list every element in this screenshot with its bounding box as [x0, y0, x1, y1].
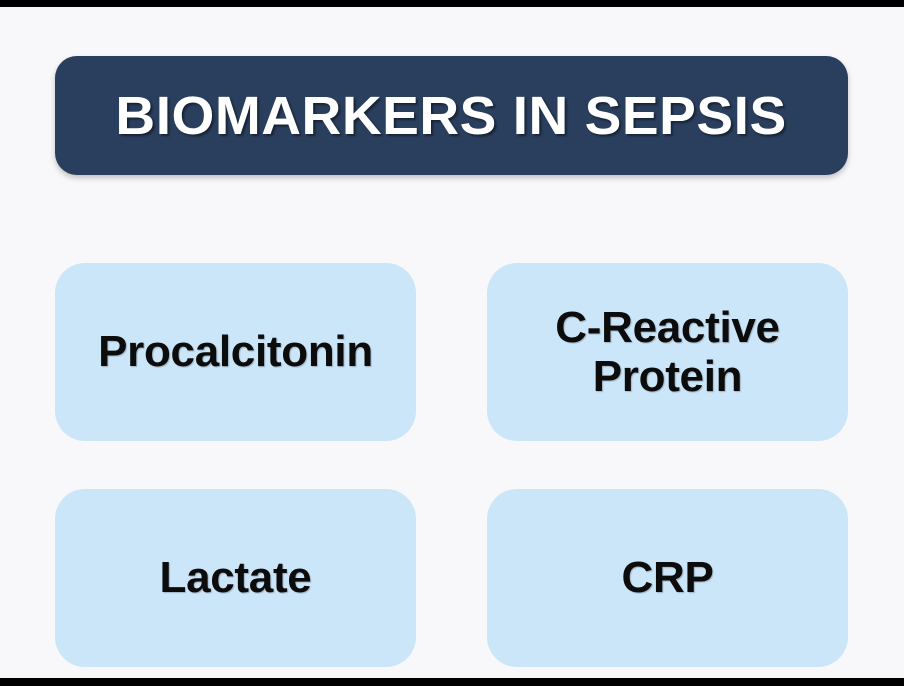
biomarker-card-lactate[interactable]: Lactate [55, 489, 416, 667]
biomarker-card-grid: Procalcitonin C-Reactive Protein Lactate… [55, 263, 848, 667]
title-banner: BIOMARKERS IN SEPSIS [55, 56, 848, 175]
biomarker-card-c-reactive-protein[interactable]: C-Reactive Protein [487, 263, 848, 441]
biomarker-card-label-line-1: C-Reactive [555, 302, 780, 352]
biomarker-card-label: Procalcitonin [98, 327, 373, 377]
biomarker-card-label-line-2: Protein [592, 352, 743, 401]
biomarker-card-label: CRP [621, 553, 714, 603]
slide-stage: BIOMARKERS IN SEPSIS Procalcitonin C-Rea… [0, 7, 904, 678]
page-title: BIOMARKERS IN SEPSIS [115, 85, 788, 146]
biomarker-card-crp[interactable]: CRP [487, 489, 848, 667]
biomarker-card-label: Lactate [159, 553, 312, 603]
biomarker-card-procalcitonin[interactable]: Procalcitonin [55, 263, 416, 441]
biomarker-card-label: C-Reactive Protein [555, 302, 780, 402]
